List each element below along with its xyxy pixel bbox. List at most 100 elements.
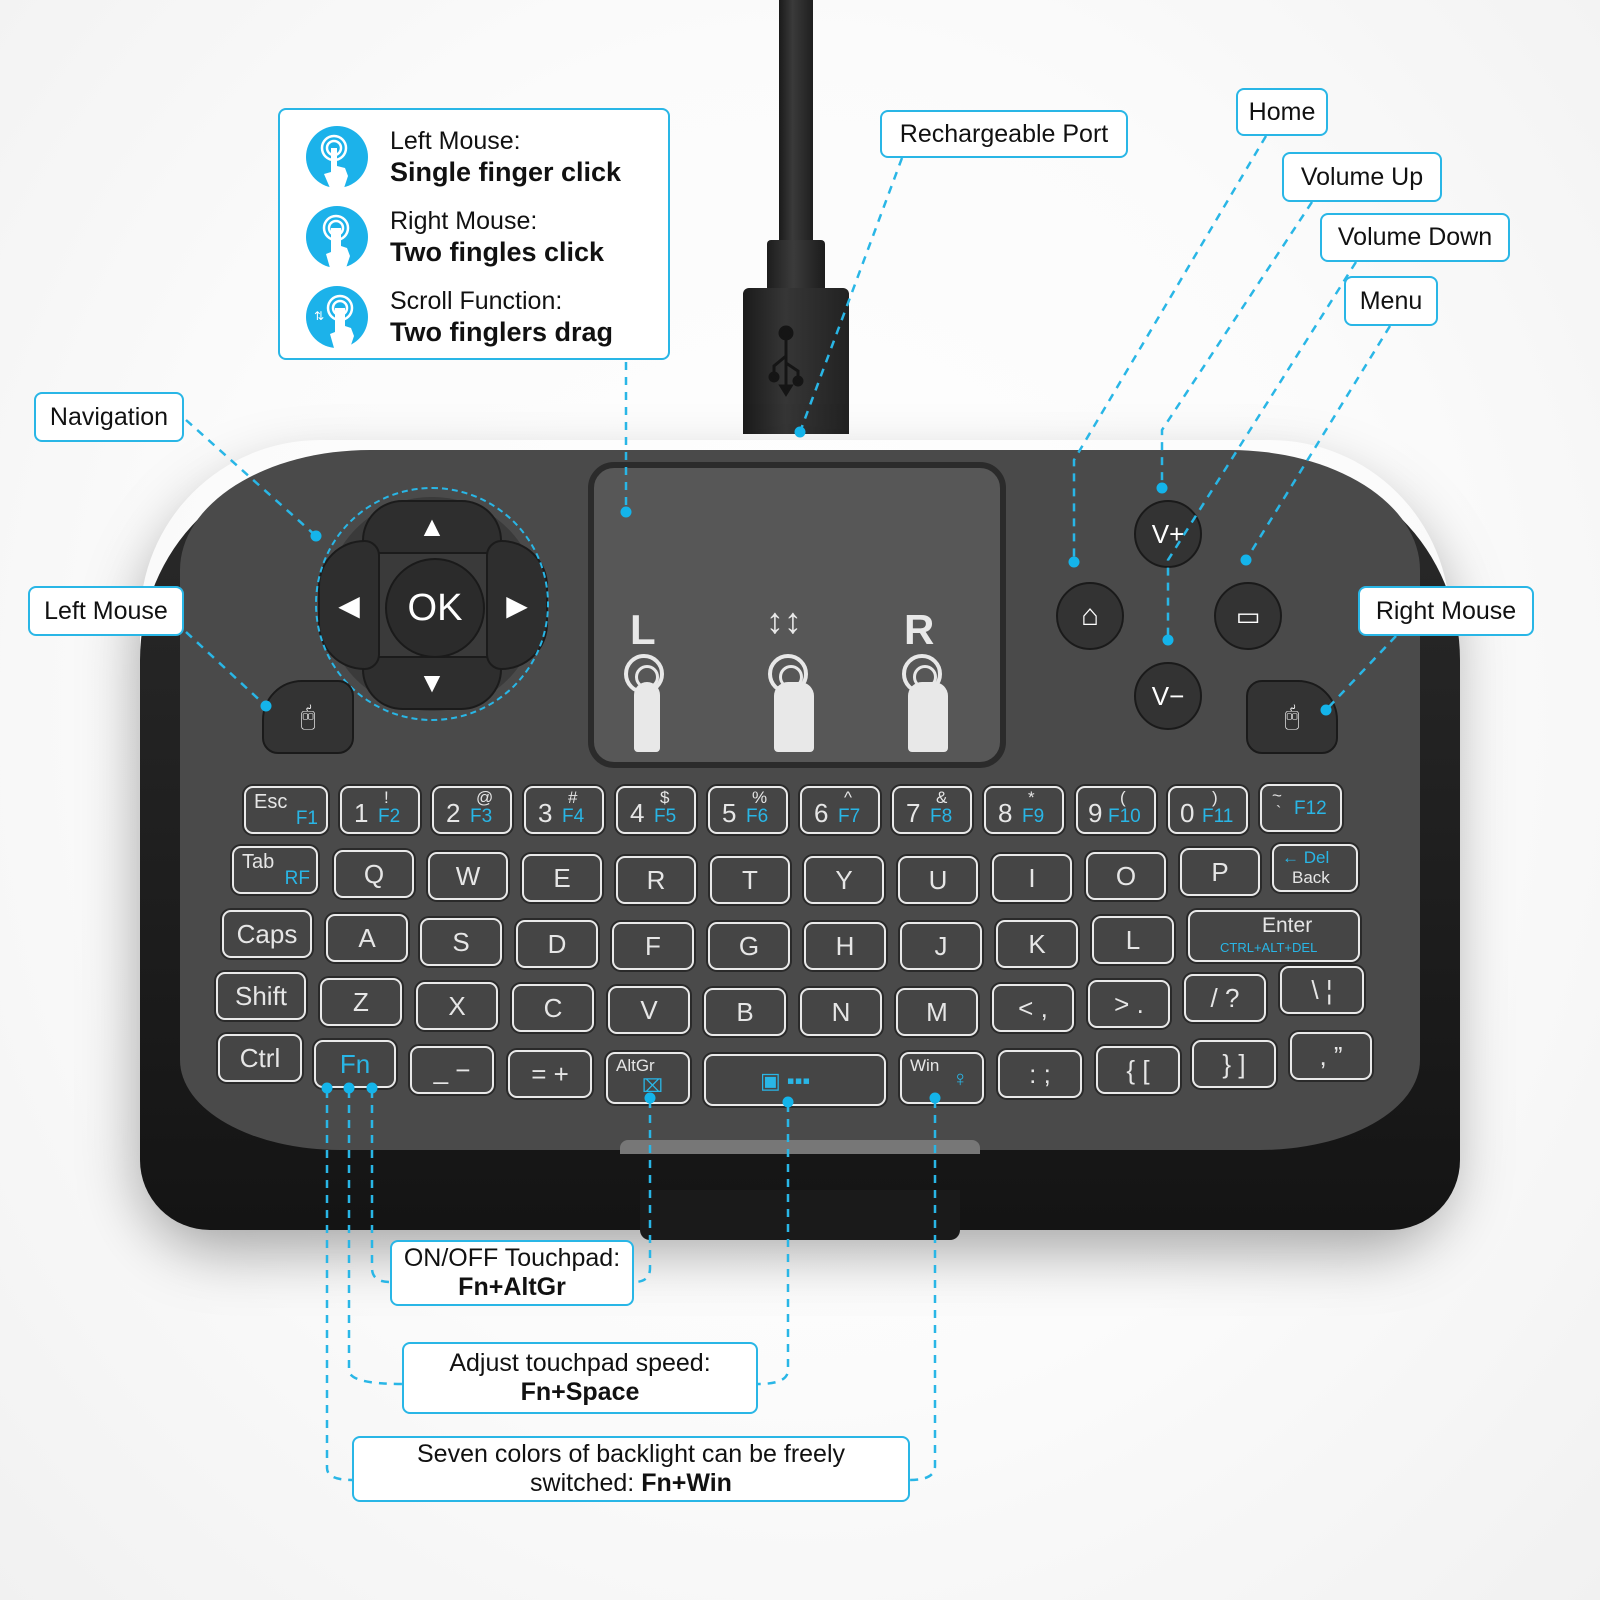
- usb-cable: [779, 0, 813, 245]
- key-period[interactable]: > .: [1088, 980, 1170, 1028]
- key-ctrl[interactable]: Ctrl: [218, 1034, 302, 1082]
- key-3[interactable]: 3#F4: [524, 786, 604, 834]
- key-minus[interactable]: _ −: [410, 1046, 494, 1094]
- key-t[interactable]: T: [710, 856, 790, 904]
- callout-menu: Menu: [1344, 276, 1438, 326]
- key-e[interactable]: E: [522, 854, 602, 902]
- key-m[interactable]: M: [896, 988, 978, 1036]
- single-finger-tap-icon: [306, 126, 368, 189]
- key-g[interactable]: G: [708, 922, 790, 970]
- callout-touchpad-toggle: ON/OFF Touchpad: Fn+AltGr: [390, 1240, 634, 1306]
- key-0[interactable]: 0)F11: [1168, 786, 1248, 834]
- key-6[interactable]: 6^F7: [800, 786, 880, 834]
- touchpad-right-label: R: [904, 606, 935, 653]
- key-h[interactable]: H: [804, 922, 886, 970]
- key-8[interactable]: 8*F9: [984, 786, 1064, 834]
- key-backslash[interactable]: \ ¦: [1280, 966, 1364, 1014]
- key-o[interactable]: O: [1086, 852, 1166, 900]
- key-space[interactable]: ▣ ▪▪▪: [704, 1054, 886, 1106]
- callout-backlight: Seven colors of backlight can be freely …: [352, 1436, 910, 1502]
- left-mouse-button[interactable]: 🖰: [262, 680, 354, 754]
- key-y[interactable]: Y: [804, 856, 884, 904]
- key-equals[interactable]: = +: [508, 1050, 592, 1098]
- key-p[interactable]: P: [1180, 848, 1260, 896]
- key-a[interactable]: A: [326, 914, 408, 962]
- key-2[interactable]: 2@F3: [432, 786, 512, 834]
- menu-button[interactable]: ▭: [1214, 582, 1282, 650]
- key-b[interactable]: B: [704, 988, 786, 1036]
- key-q[interactable]: Q: [334, 850, 414, 898]
- key-bracket-left[interactable]: { [: [1096, 1046, 1180, 1094]
- key-x[interactable]: X: [416, 982, 498, 1030]
- key-n[interactable]: N: [800, 988, 882, 1036]
- touchpad-left-label: L: [630, 606, 656, 653]
- key-z[interactable]: Z: [320, 978, 402, 1026]
- key-caps[interactable]: Caps: [222, 910, 312, 958]
- volume-up-button[interactable]: V+: [1134, 500, 1202, 568]
- mouse-icon: 🖰: [1284, 701, 1300, 731]
- key-w[interactable]: W: [428, 852, 508, 900]
- key-r[interactable]: R: [616, 856, 696, 904]
- key-shift[interactable]: Shift: [216, 972, 306, 1020]
- legend-item-right-mouse: Right Mouse:Two fingles click: [306, 206, 605, 269]
- usb-plug-collar: [767, 240, 825, 290]
- keyboard-stand-notch: [640, 1190, 960, 1240]
- key-fn[interactable]: Fn: [314, 1040, 396, 1088]
- key-tilde[interactable]: ~`F12: [1260, 784, 1342, 832]
- navigation-highlight-ring: [315, 487, 549, 721]
- key-1[interactable]: 1!F2: [340, 786, 420, 834]
- key-comma[interactable]: < ,: [992, 984, 1074, 1032]
- legend-action: Two finglers drag: [390, 317, 614, 347]
- key-7[interactable]: 7&F8: [892, 786, 972, 834]
- keyboard-stripe: [620, 1140, 980, 1154]
- touchpad-speed-icon: ▣ ▪▪▪: [760, 1068, 811, 1093]
- mouse-icon: 🖰: [300, 701, 316, 731]
- backlight-bulb-icon: ♀: [952, 1066, 969, 1091]
- touchpad[interactable]: L ↕↕ R: [588, 462, 1006, 768]
- home-button[interactable]: ⌂: [1056, 582, 1124, 650]
- legend-item-scroll: ⇅ Scroll Function:Two finglers drag: [306, 286, 614, 349]
- key-5[interactable]: 5%F6: [708, 786, 788, 834]
- key-c[interactable]: C: [512, 984, 594, 1032]
- key-altgr[interactable]: AltGr⌧: [606, 1052, 690, 1104]
- usb-icon: [768, 325, 804, 397]
- key-u[interactable]: U: [898, 856, 978, 904]
- key-win[interactable]: Win♀: [900, 1052, 984, 1104]
- key-f[interactable]: F: [612, 922, 694, 970]
- key-i[interactable]: I: [992, 854, 1072, 902]
- key-d[interactable]: D: [516, 920, 598, 968]
- key-4[interactable]: 4$F5: [616, 786, 696, 834]
- key-l[interactable]: L: [1092, 916, 1174, 964]
- key-j[interactable]: J: [900, 922, 982, 970]
- key-k[interactable]: K: [996, 920, 1078, 968]
- shortcut-text: Fn+Space: [520, 1378, 640, 1406]
- volume-down-button[interactable]: V−: [1134, 662, 1202, 730]
- callout-right-mouse: Right Mouse: [1358, 586, 1534, 636]
- callout-left-mouse: Left Mouse: [28, 586, 184, 636]
- two-finger-scroll-icon: ⇅: [306, 286, 368, 349]
- callout-text-line2: switched: Fn+Win: [530, 1469, 732, 1498]
- callout-touchpad-speed: Adjust touchpad speed: Fn+Space: [402, 1342, 758, 1414]
- menu-icon: ▭: [1235, 600, 1261, 631]
- callout-text: ON/OFF Touchpad:: [403, 1244, 621, 1273]
- callout-text: Seven colors of backlight can be freely: [416, 1440, 845, 1469]
- right-mouse-button[interactable]: 🖰: [1246, 680, 1338, 754]
- home-icon: ⌂: [1080, 599, 1100, 632]
- touchpad-gestures-legend: Left Mouse:Single finger click Right Mou…: [278, 108, 670, 360]
- key-v[interactable]: V: [608, 986, 690, 1034]
- key-slash[interactable]: / ?: [1184, 974, 1266, 1022]
- key-quote[interactable]: , ”: [1290, 1032, 1372, 1080]
- callout-rechargeable-port: Rechargeable Port: [880, 110, 1128, 158]
- key-semicolon[interactable]: : ;: [998, 1050, 1082, 1098]
- callout-text: Adjust touchpad speed:: [449, 1349, 711, 1378]
- key-s[interactable]: S: [420, 918, 502, 966]
- callout-text: switched:: [530, 1469, 642, 1497]
- legend-label: Right Mouse:: [390, 207, 538, 235]
- legend-action: Two fingles click: [390, 237, 605, 267]
- key-bracket-right[interactable]: } ]: [1192, 1040, 1276, 1088]
- key-9[interactable]: 9(F10: [1076, 786, 1156, 834]
